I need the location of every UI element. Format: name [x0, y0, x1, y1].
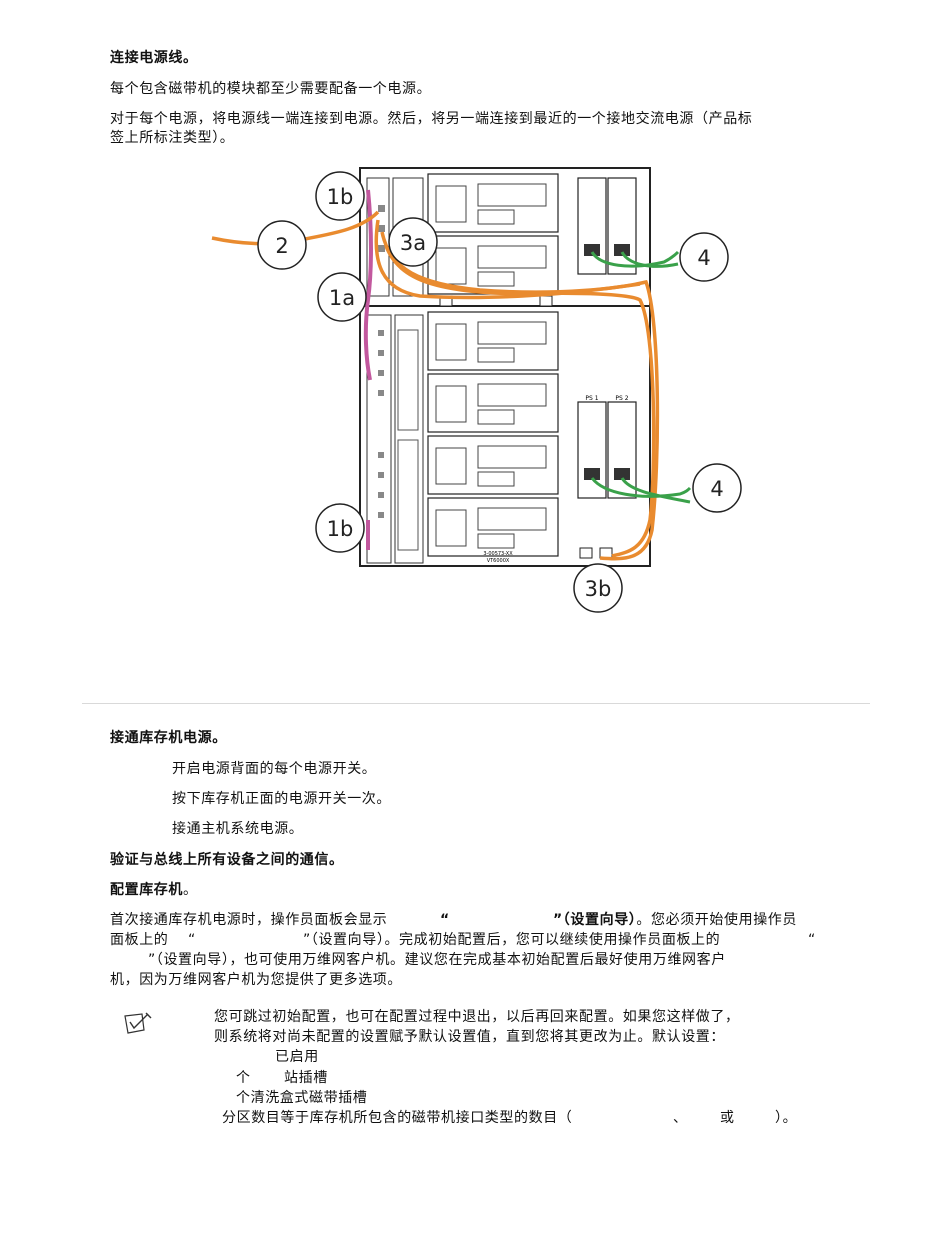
- serial-label-1: 3-00573-XX: [483, 551, 513, 557]
- note-pencil-icon: [124, 1012, 152, 1034]
- magenta-cable: [363, 189, 373, 381]
- configure-p1-q1: “: [440, 912, 450, 928]
- configure-p4: 机，因为万维网客户机为您提供了更多选项。: [110, 972, 402, 988]
- default-setting-enabled: 已启用: [275, 1049, 319, 1065]
- configure-p1-q2: ”（设置向导）: [553, 912, 637, 928]
- paragraph-connect-line2: 签上所标注类型）。: [110, 130, 235, 146]
- green-cords: [590, 250, 692, 504]
- default-setting-partitions-b: 、: [673, 1110, 688, 1126]
- callout-2: 2: [275, 234, 288, 258]
- default-setting-cleaning: 个清洗盒式磁带插槽: [236, 1090, 368, 1106]
- callout-4-top: 4: [697, 246, 710, 270]
- configure-p1-b: 。您必须开始使用操作员: [636, 912, 798, 928]
- configure-p2-q2: “: [808, 932, 816, 948]
- configure-p2-q1: “: [188, 932, 196, 948]
- serial-label-2: VT6000X: [487, 558, 510, 564]
- paragraph-module-power: 每个包含磁带机的模块都至少需要配备一个电源。: [110, 81, 432, 97]
- note-line2: 则系统将对尚未配置的设置赋予默认设置值，直到您将其更改为止。默认设置：: [214, 1029, 725, 1045]
- default-setting-partitions-d: ）。: [775, 1110, 798, 1126]
- callout-1b-top: 1b: [327, 185, 354, 209]
- tape-drive-bays: [427, 173, 559, 557]
- substep-host-power: 接通主机系统电源。: [172, 821, 304, 837]
- configure-p3: ”（设置向导），也可使用万维网客户机。建议您在完成基本初始配置后最好使用万维网客…: [148, 952, 726, 968]
- callout-3a: 3a: [400, 231, 426, 255]
- callout-1a: 1a: [329, 286, 355, 310]
- step-heading-power-on: 接通库存机电源。: [110, 730, 227, 746]
- ps2-label: PS 2: [615, 395, 628, 402]
- default-setting-slots-b: 站插槽: [284, 1070, 328, 1086]
- configure-p2-b: ”（设置向导）。完成初始配置后，您可以继续使用操作员面板上的: [303, 932, 721, 948]
- configure-p1-rest: ”（设置向导）。您必须开始使用操作员: [553, 910, 797, 931]
- callout-4-bottom: 4: [710, 477, 723, 501]
- default-setting-slots-a: 个: [236, 1070, 251, 1086]
- callout-1b-bottom: 1b: [327, 517, 354, 541]
- configure-p1-a: 首次接通库存机电源时，操作员面板会显示: [110, 912, 388, 928]
- paragraph-connect-line1: 对于每个电源，将电源线一端连接到电源。然后，将另一端连接到最近的一个接地交流电源…: [110, 111, 753, 127]
- default-setting-partitions-c: 或: [720, 1110, 735, 1126]
- default-setting-partitions-a: 分区数目等于库存机所包含的磁带机接口类型的数目（: [222, 1110, 573, 1126]
- power-supply-units: [577, 177, 637, 499]
- ps1-label: PS 1: [585, 395, 598, 402]
- configure-heading-text: 配置库存机: [110, 882, 183, 898]
- substep-press-front: 按下库存机正面的电源开关一次。: [172, 791, 391, 807]
- note-line1: 您可跳过初始配置，也可在配置过程中退出，以后再回来配置。如果您这样做了，: [214, 1009, 740, 1025]
- step-heading-configure: 配置库存机。: [110, 880, 198, 901]
- substep-switch-on: 开启电源背面的每个电源开关。: [172, 761, 377, 777]
- callout-3b: 3b: [585, 577, 612, 601]
- configure-heading-suffix: 。: [183, 882, 198, 898]
- step-heading-power-cords: 连接电源线。: [110, 50, 198, 66]
- configure-para-line1: 首次接通库存机电源时，操作员面板会显示: [110, 910, 387, 931]
- section-divider: [82, 703, 870, 704]
- configure-p2-a: 面板上的: [110, 932, 169, 948]
- step-heading-verify: 验证与总线上所有设备之间的通信。: [110, 852, 344, 868]
- power-cabling-diagram: PS 1 PS 2 3-00573-XX VT6000X 1b 2 3a 1a: [211, 167, 742, 613]
